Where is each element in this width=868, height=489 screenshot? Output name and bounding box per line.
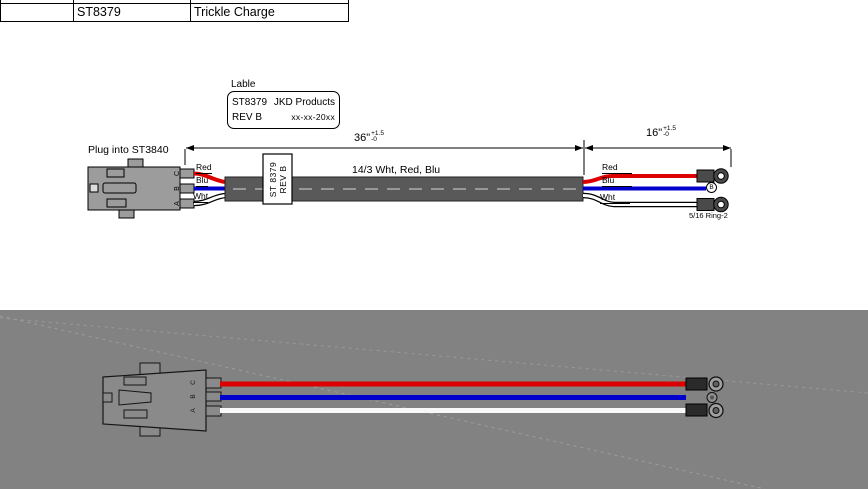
tolerance-minus: -0	[371, 136, 377, 143]
connector-3d-pin-c	[205, 377, 222, 389]
connector-3d-slot	[118, 389, 152, 406]
blue-terminal-mark: B	[706, 182, 717, 193]
sleeve-label-line1: ST 8379	[267, 161, 278, 198]
title-block-part-number: ST8379	[77, 5, 121, 19]
wire-label-white-right: Wht	[600, 193, 630, 204]
label-callout-row: ST8379 JKD Products	[232, 97, 335, 108]
connector-3d-notch-top	[123, 376, 147, 386]
connector-3d-latch-hole	[102, 392, 113, 403]
wire-label-blue-left: Blu	[196, 175, 209, 187]
label-callout-box: ST8379 JKD Products REV B xx-xx-20xx	[227, 91, 340, 129]
red-wire-2d-right	[582, 174, 697, 184]
ring-red-2d-hole	[717, 172, 725, 180]
sleeve-label-line2: REV B	[277, 165, 288, 194]
blue-terminal-3d	[706, 392, 718, 403]
white-wire-2d-left	[193, 194, 227, 205]
schematic-view	[87, 140, 732, 219]
connector-2d	[87, 158, 195, 219]
label-part-number: ST8379	[232, 97, 268, 108]
dimension-36-tolerance: +1.5 -0	[371, 130, 384, 144]
plug-note: Plug into ST3840	[88, 144, 169, 156]
ring-terminal-red-3d	[685, 376, 724, 392]
pin-label-b-2d: B	[174, 186, 181, 191]
table-line	[73, 0, 74, 21]
pin-label-b-3d: B	[190, 394, 197, 399]
title-block-description: Trickle Charge	[194, 5, 275, 19]
ring-terminal-red-2d	[696, 168, 729, 184]
wire-label-blue-right: Blu	[602, 176, 632, 187]
tolerance-plus: +1.5	[663, 125, 676, 132]
label-date: xx-xx-20xx	[291, 112, 335, 122]
label-callout-title: Lable	[231, 79, 256, 90]
connector-2d-notch-bottom	[106, 198, 127, 208]
white-wire-2d-right	[582, 194, 697, 206]
dimension-36-value: 36"	[354, 132, 371, 144]
connector-3d-pin-a	[205, 405, 222, 417]
arrowhead	[575, 145, 583, 151]
connector-2d-notch-top	[106, 168, 125, 178]
dimension-16-label: 16" +1.5 -0	[646, 125, 676, 139]
perspective-grid-line	[0, 317, 868, 394]
table-line	[0, 21, 349, 22]
label-callout-row: REV B xx-xx-20xx	[232, 112, 335, 123]
connector-3d	[102, 362, 222, 437]
crimp-red-2d	[696, 169, 715, 183]
table-line	[190, 0, 191, 21]
connector-3d-notch-bottom	[123, 409, 148, 419]
tolerance-minus: -0	[663, 131, 669, 138]
arrowhead	[186, 145, 194, 151]
pin-label-c-3d: C	[190, 380, 197, 385]
perspective-grid-line	[0, 315, 766, 489]
connector-2d-pin-a	[179, 198, 195, 209]
ring-white-2d-hole	[717, 200, 725, 209]
connector-2d-body	[87, 166, 181, 211]
label-revision: REV B	[232, 112, 263, 123]
pin-label-a-3d: A	[190, 408, 197, 413]
ring-red-3d-hole	[712, 380, 720, 388]
arrowhead	[723, 145, 731, 151]
connector-2d-latch-hole	[89, 183, 99, 193]
dimension-overall	[184, 140, 585, 175]
connector-2d-pin-b	[179, 183, 195, 194]
pin-label-c-2d: C	[174, 170, 181, 177]
sleeve-label-box	[262, 153, 293, 205]
table-line	[348, 0, 349, 21]
dimension-16-value: 16"	[646, 127, 663, 139]
sleeve-label-text: ST 8379 REV B	[263, 152, 292, 207]
wire-label-red-left: Red	[196, 162, 212, 174]
cable-type-label: 14/3 Wht, Red, Blu	[352, 164, 441, 176]
wire-label-red-right: Red	[602, 163, 632, 174]
connector-3d-pin-b	[205, 391, 222, 402]
ring-terminal-note: 5/16 Ring-2	[689, 211, 728, 220]
table-line	[0, 0, 1, 21]
pin-label-a-2d: A	[174, 201, 181, 206]
connector-2d-pin-c	[179, 168, 195, 179]
ring-white-3d-hole	[712, 407, 720, 414]
dimension-36-label: 36" +1.5 -0	[354, 130, 384, 144]
crimp-red-3d	[685, 377, 708, 391]
wire-label-white-left: Wht	[193, 191, 209, 203]
dimension-breakout	[585, 145, 732, 167]
crimp-white-3d	[685, 403, 708, 417]
blue-end-3d-center	[710, 395, 714, 400]
table-line	[0, 3, 349, 4]
tolerance-plus: +1.5	[371, 130, 384, 137]
ring-terminal-white-2d	[696, 196, 729, 213]
arrowhead	[585, 145, 593, 151]
ring-terminal-white-3d	[685, 402, 724, 419]
dimension-16-tolerance: +1.5 -0	[663, 125, 676, 139]
connector-2d-slot	[102, 182, 137, 194]
crimp-white-2d	[696, 198, 715, 211]
label-company: JKD Products	[273, 97, 335, 108]
render-view	[0, 310, 868, 489]
